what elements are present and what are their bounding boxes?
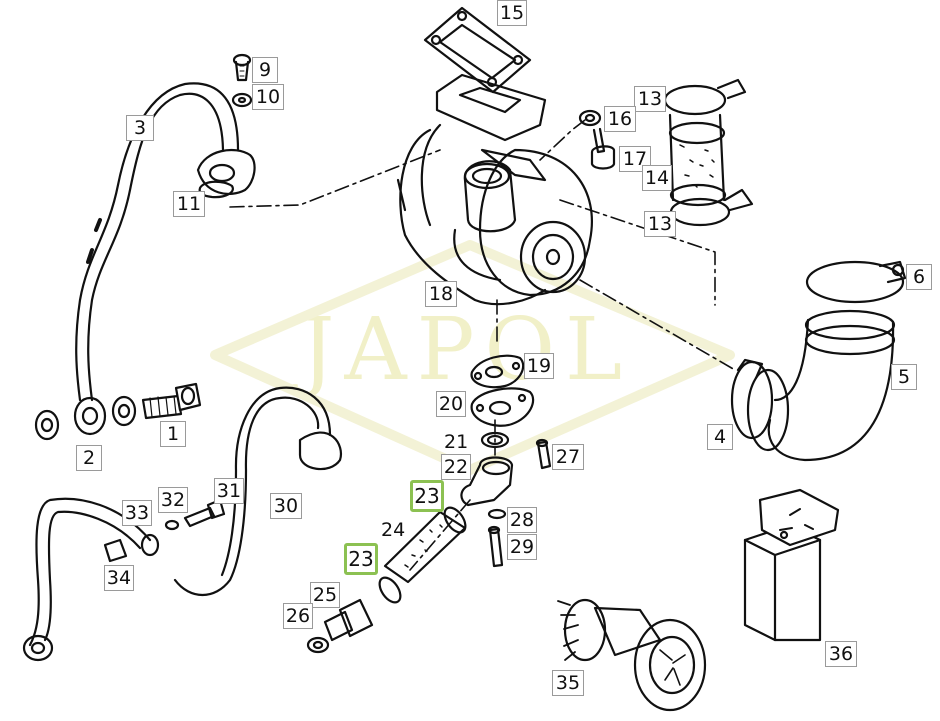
drain-fitting xyxy=(460,431,552,507)
part-label-13a[interactable]: 13 xyxy=(634,86,666,112)
oil-return-pipe xyxy=(173,386,343,596)
compressor-elbow xyxy=(730,260,907,462)
clip-and-bolt xyxy=(487,508,507,568)
drain-flange xyxy=(470,387,535,427)
part-label-31[interactable]: 31 xyxy=(214,478,244,504)
part-label-33[interactable]: 33 xyxy=(122,500,152,526)
part-label-18[interactable]: 18 xyxy=(425,281,457,307)
part-label-29[interactable]: 29 xyxy=(507,534,537,560)
banjo-bolt xyxy=(141,382,202,420)
part-label-23b[interactable]: 23 xyxy=(344,543,378,575)
return-line xyxy=(22,497,160,662)
drain-hose xyxy=(378,506,467,604)
part-label-13b[interactable]: 13 xyxy=(644,211,676,237)
part-label-16[interactable]: 16 xyxy=(604,106,636,132)
part-label-20[interactable]: 20 xyxy=(436,391,466,417)
part-label-19[interactable]: 19 xyxy=(524,353,554,379)
core-cartridge xyxy=(557,598,707,712)
washers xyxy=(34,395,137,441)
turbocharger xyxy=(396,73,593,306)
part-label-24[interactable]: 24 xyxy=(381,519,406,541)
part-label-5[interactable]: 5 xyxy=(891,364,917,390)
part-label-3[interactable]: 3 xyxy=(126,115,154,141)
part-label-26[interactable]: 26 xyxy=(283,603,313,629)
part-label-6[interactable]: 6 xyxy=(906,264,932,290)
part-label-34[interactable]: 34 xyxy=(104,565,134,591)
part-label-25[interactable]: 25 xyxy=(310,582,340,608)
part-label-10[interactable]: 10 xyxy=(252,84,284,110)
part-label-30[interactable]: 30 xyxy=(270,493,302,519)
part-label-35[interactable]: 35 xyxy=(552,670,584,696)
part-label-21[interactable]: 21 xyxy=(444,431,469,453)
part-label-27[interactable]: 27 xyxy=(552,444,584,470)
oil-feed-pipe xyxy=(73,82,256,436)
part-label-2[interactable]: 2 xyxy=(76,445,102,471)
part-label-32[interactable]: 32 xyxy=(158,487,188,513)
bolt-and-washer xyxy=(231,53,253,108)
intake-hose xyxy=(663,78,754,227)
washer-and-bolt xyxy=(578,109,616,170)
part-label-4[interactable]: 4 xyxy=(707,424,733,450)
part-label-1[interactable]: 1 xyxy=(160,421,186,447)
assembly-lines xyxy=(229,119,736,571)
part-label-36[interactable]: 36 xyxy=(825,641,857,667)
watermark: JAPOL xyxy=(300,300,633,400)
part-label-23a[interactable]: 23 xyxy=(410,480,444,512)
part-label-28[interactable]: 28 xyxy=(507,507,537,533)
drain-gasket xyxy=(470,354,525,389)
part-label-15[interactable]: 15 xyxy=(497,0,527,26)
part-label-22[interactable]: 22 xyxy=(441,454,471,480)
part-label-11[interactable]: 11 xyxy=(173,191,205,217)
drain-connector xyxy=(306,598,374,654)
gasket-kit-box xyxy=(743,488,840,642)
part-label-9[interactable]: 9 xyxy=(252,57,278,83)
part-label-14[interactable]: 14 xyxy=(642,165,672,191)
